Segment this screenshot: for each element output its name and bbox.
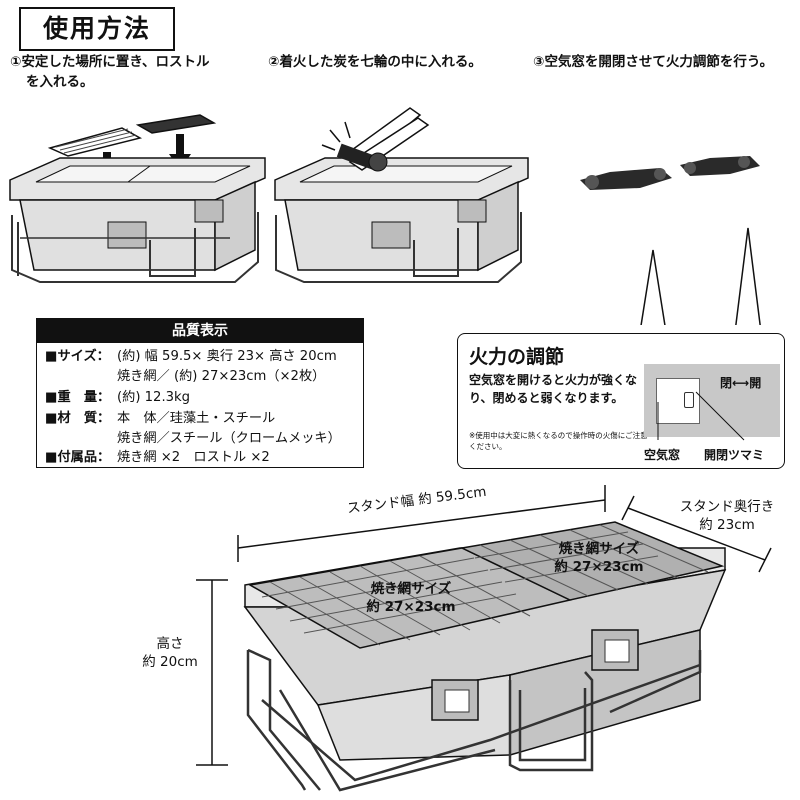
rostle-grates-illustration (47, 114, 217, 157)
spec-table: 品質表示 ■サイズ： (約) 幅 59.5× 奥行 23× 高さ 20cm 焼き網… (36, 318, 364, 468)
grill-left-line1: 焼き網サイズ (370, 581, 452, 597)
spec-row-grill-size: 焼き網／ (約) 27×23cm（×2枚） (45, 367, 325, 386)
spec-value: (約) 12.3kg (117, 390, 191, 405)
callout-leader-lines (657, 391, 745, 441)
grill-right-line2: 約 27×23cm (554, 559, 644, 575)
spec-value: 焼き網／スチール（クロームメッキ） (117, 431, 341, 446)
step-2-number: ② (268, 54, 280, 70)
step-3-number: ③ (533, 54, 545, 70)
callout-title: 火力の調節 (469, 346, 565, 368)
spec-value: (約) 幅 59.5× 奥行 23× 高さ 20cm (117, 349, 337, 364)
open-close-indicator: 閉⟷開 (720, 374, 761, 391)
grill-net-left (247, 547, 573, 649)
spec-header: 品質表示 (37, 319, 363, 343)
depth-label-line1: スタンド奥行き (679, 499, 775, 515)
spec-row-weight: ■重 量： (約) 12.3kg (45, 388, 190, 407)
grill-illustration-step2 (274, 157, 529, 283)
spec-label: ■材 質： (45, 411, 111, 426)
spec-row-material: ■材 質： 本 体／珪藻土・スチール (45, 409, 275, 428)
height-dimension-line (196, 579, 228, 766)
spec-row-accessories: ■付属品： 焼き網 ×2 ロストル ×2 (45, 448, 270, 467)
depth-label-line2: 約 23cm (699, 517, 755, 533)
height-label-line2: 約 20cm (142, 654, 198, 670)
open-label: 開 (749, 376, 762, 390)
step-2-caption: ②着火した炭を七輪の中に入れる。 (268, 52, 482, 72)
knob-label: 開閉ツマミ (704, 448, 765, 462)
grill-net-right-label: 焼き網サイズ 約 27×23cm (544, 540, 654, 576)
spec-value: 焼き網／ (約) 27×23cm（×2枚） (117, 369, 326, 384)
heat-adjust-callout: 火力の調節 空気窓を開けると火力が強くなり、閉めると弱くなります。 ※使用中は大… (457, 333, 785, 469)
step-3-caption: ③空気窓を開閉させて火力調節を行う。 (533, 52, 773, 72)
double-arrow-icon: ⟷ (732, 376, 750, 390)
height-label-line1: 高さ (156, 636, 184, 652)
callout-pointer (640, 227, 761, 325)
height-dimension-label: 高さ 約 20cm (132, 635, 208, 671)
page-title: 使用方法 (19, 7, 175, 51)
spec-row-size: ■サイズ： (約) 幅 59.5× 奥行 23× 高さ 20cm (45, 347, 337, 366)
spec-label: ■重 量： (45, 390, 111, 405)
step-1-caption: ①安定した場所に置き、ロストル を入れる。 (10, 52, 210, 92)
grill-net-right (459, 521, 725, 601)
step-1-number: ① (10, 54, 22, 70)
spec-value: 焼き網 ×2 ロストル ×2 (117, 450, 270, 465)
step-1-text-line1: 安定した場所に置き、ロストル (21, 54, 210, 70)
air-window-label: 空気窓 (644, 448, 681, 462)
knob-icon[interactable] (684, 392, 694, 408)
spec-row-material-grill: 焼き網／スチール（クロームメッキ） (45, 429, 341, 448)
step-2-text: 着火した炭を七輪の中に入れる。 (279, 54, 482, 70)
charcoal-illustration (580, 156, 760, 190)
tongs-illustration (321, 107, 430, 172)
width-dimension-line (237, 485, 606, 562)
spec-value: 本 体／珪藻土・スチール (117, 411, 276, 426)
grill-right-line1: 焼き網サイズ (558, 541, 640, 557)
grill-left-line2: 約 27×23cm (366, 599, 456, 615)
air-window-panel (644, 364, 780, 437)
callout-note: ※使用中は大変に熱くなるので操作時の火傷にご注意ください。 (469, 431, 648, 451)
closed-label: 閉 (720, 376, 733, 390)
callout-body: 空気窓を開けると火力が強くなり、閉めると弱くなります。 (469, 373, 638, 405)
grill-illustration-step1 (9, 157, 266, 283)
depth-dimension-line (621, 495, 772, 573)
main-grill-illustration (196, 485, 772, 792)
depth-dimension-label: スタンド奥行き 約 23cm (672, 498, 782, 534)
spec-label: ■サイズ： (45, 349, 110, 364)
step-3-text: 空気窓を開閉させて火力調節を行う。 (544, 54, 774, 70)
grill-net-left-label: 焼き網サイズ 約 27×23cm (356, 580, 466, 616)
spec-label: ■付属品： (45, 450, 111, 465)
stand-frame (246, 648, 702, 792)
step-illustrations (9, 107, 761, 325)
step-1-text-line2: を入れる。 (26, 74, 94, 90)
